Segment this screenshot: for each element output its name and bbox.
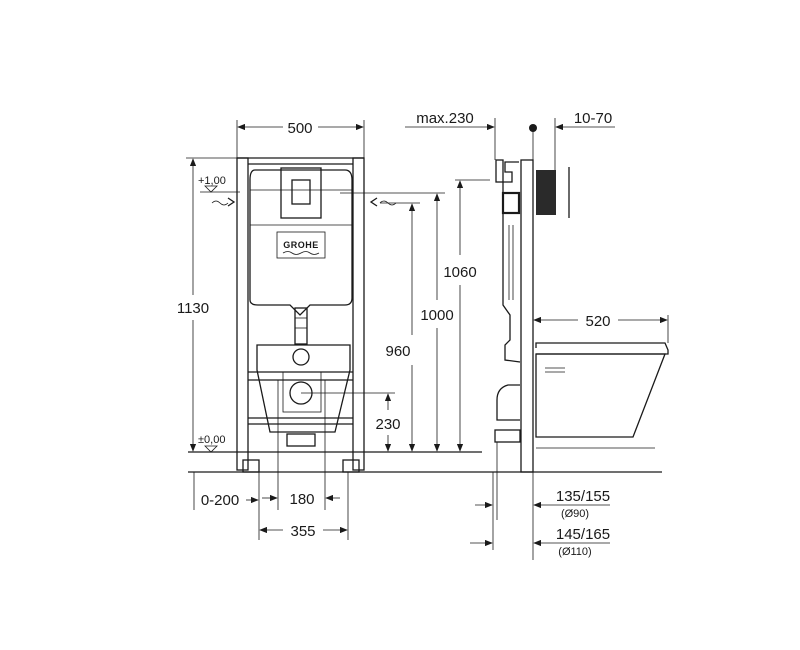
dim-drain-height: 230	[375, 416, 400, 433]
dim-max-depth: max.230	[416, 110, 474, 127]
dim-bowl-length: 520	[585, 313, 610, 330]
side-frame	[520, 159, 534, 473]
level-top: +1,00	[198, 175, 226, 187]
flush-panel	[536, 170, 556, 215]
floor	[188, 451, 662, 473]
side-view: max.230 10-70 520 135/155 (Ø90) 145/165 …	[405, 110, 669, 560]
flush-pipe	[294, 307, 308, 345]
dim-foot-adjust: 0-200	[201, 492, 239, 509]
frame	[236, 157, 365, 473]
dim-water-inlet: 960	[385, 343, 410, 360]
dim-flush-top: 1060	[443, 264, 476, 281]
dim-drain-dia-90: (Ø90)	[561, 508, 589, 520]
dim-drain-offset-110: 145/165	[556, 526, 610, 543]
level-floor: ±0,00	[198, 434, 225, 446]
dim-feet-spacing: 355	[290, 523, 315, 540]
flush-button	[291, 179, 311, 205]
flush-plate	[280, 167, 322, 219]
front-view: GROHE	[177, 120, 662, 540]
grohe-logo: GROHE	[283, 240, 319, 250]
dim-wall-thickness: 10-70	[574, 110, 612, 127]
dim-width: 500	[287, 120, 312, 137]
dim-bolt-spacing: 180	[289, 491, 314, 508]
cistern: GROHE	[211, 167, 397, 345]
dim-drain-dia-110: (Ø110)	[558, 546, 591, 558]
side-bowl	[535, 353, 666, 438]
dim-height: 1130	[177, 300, 209, 317]
dim-frame-top: 1000	[420, 307, 453, 324]
dim-drain-offset-90: 135/155	[556, 488, 610, 505]
wc-pan	[256, 344, 351, 447]
dimension-lines	[186, 120, 490, 540]
